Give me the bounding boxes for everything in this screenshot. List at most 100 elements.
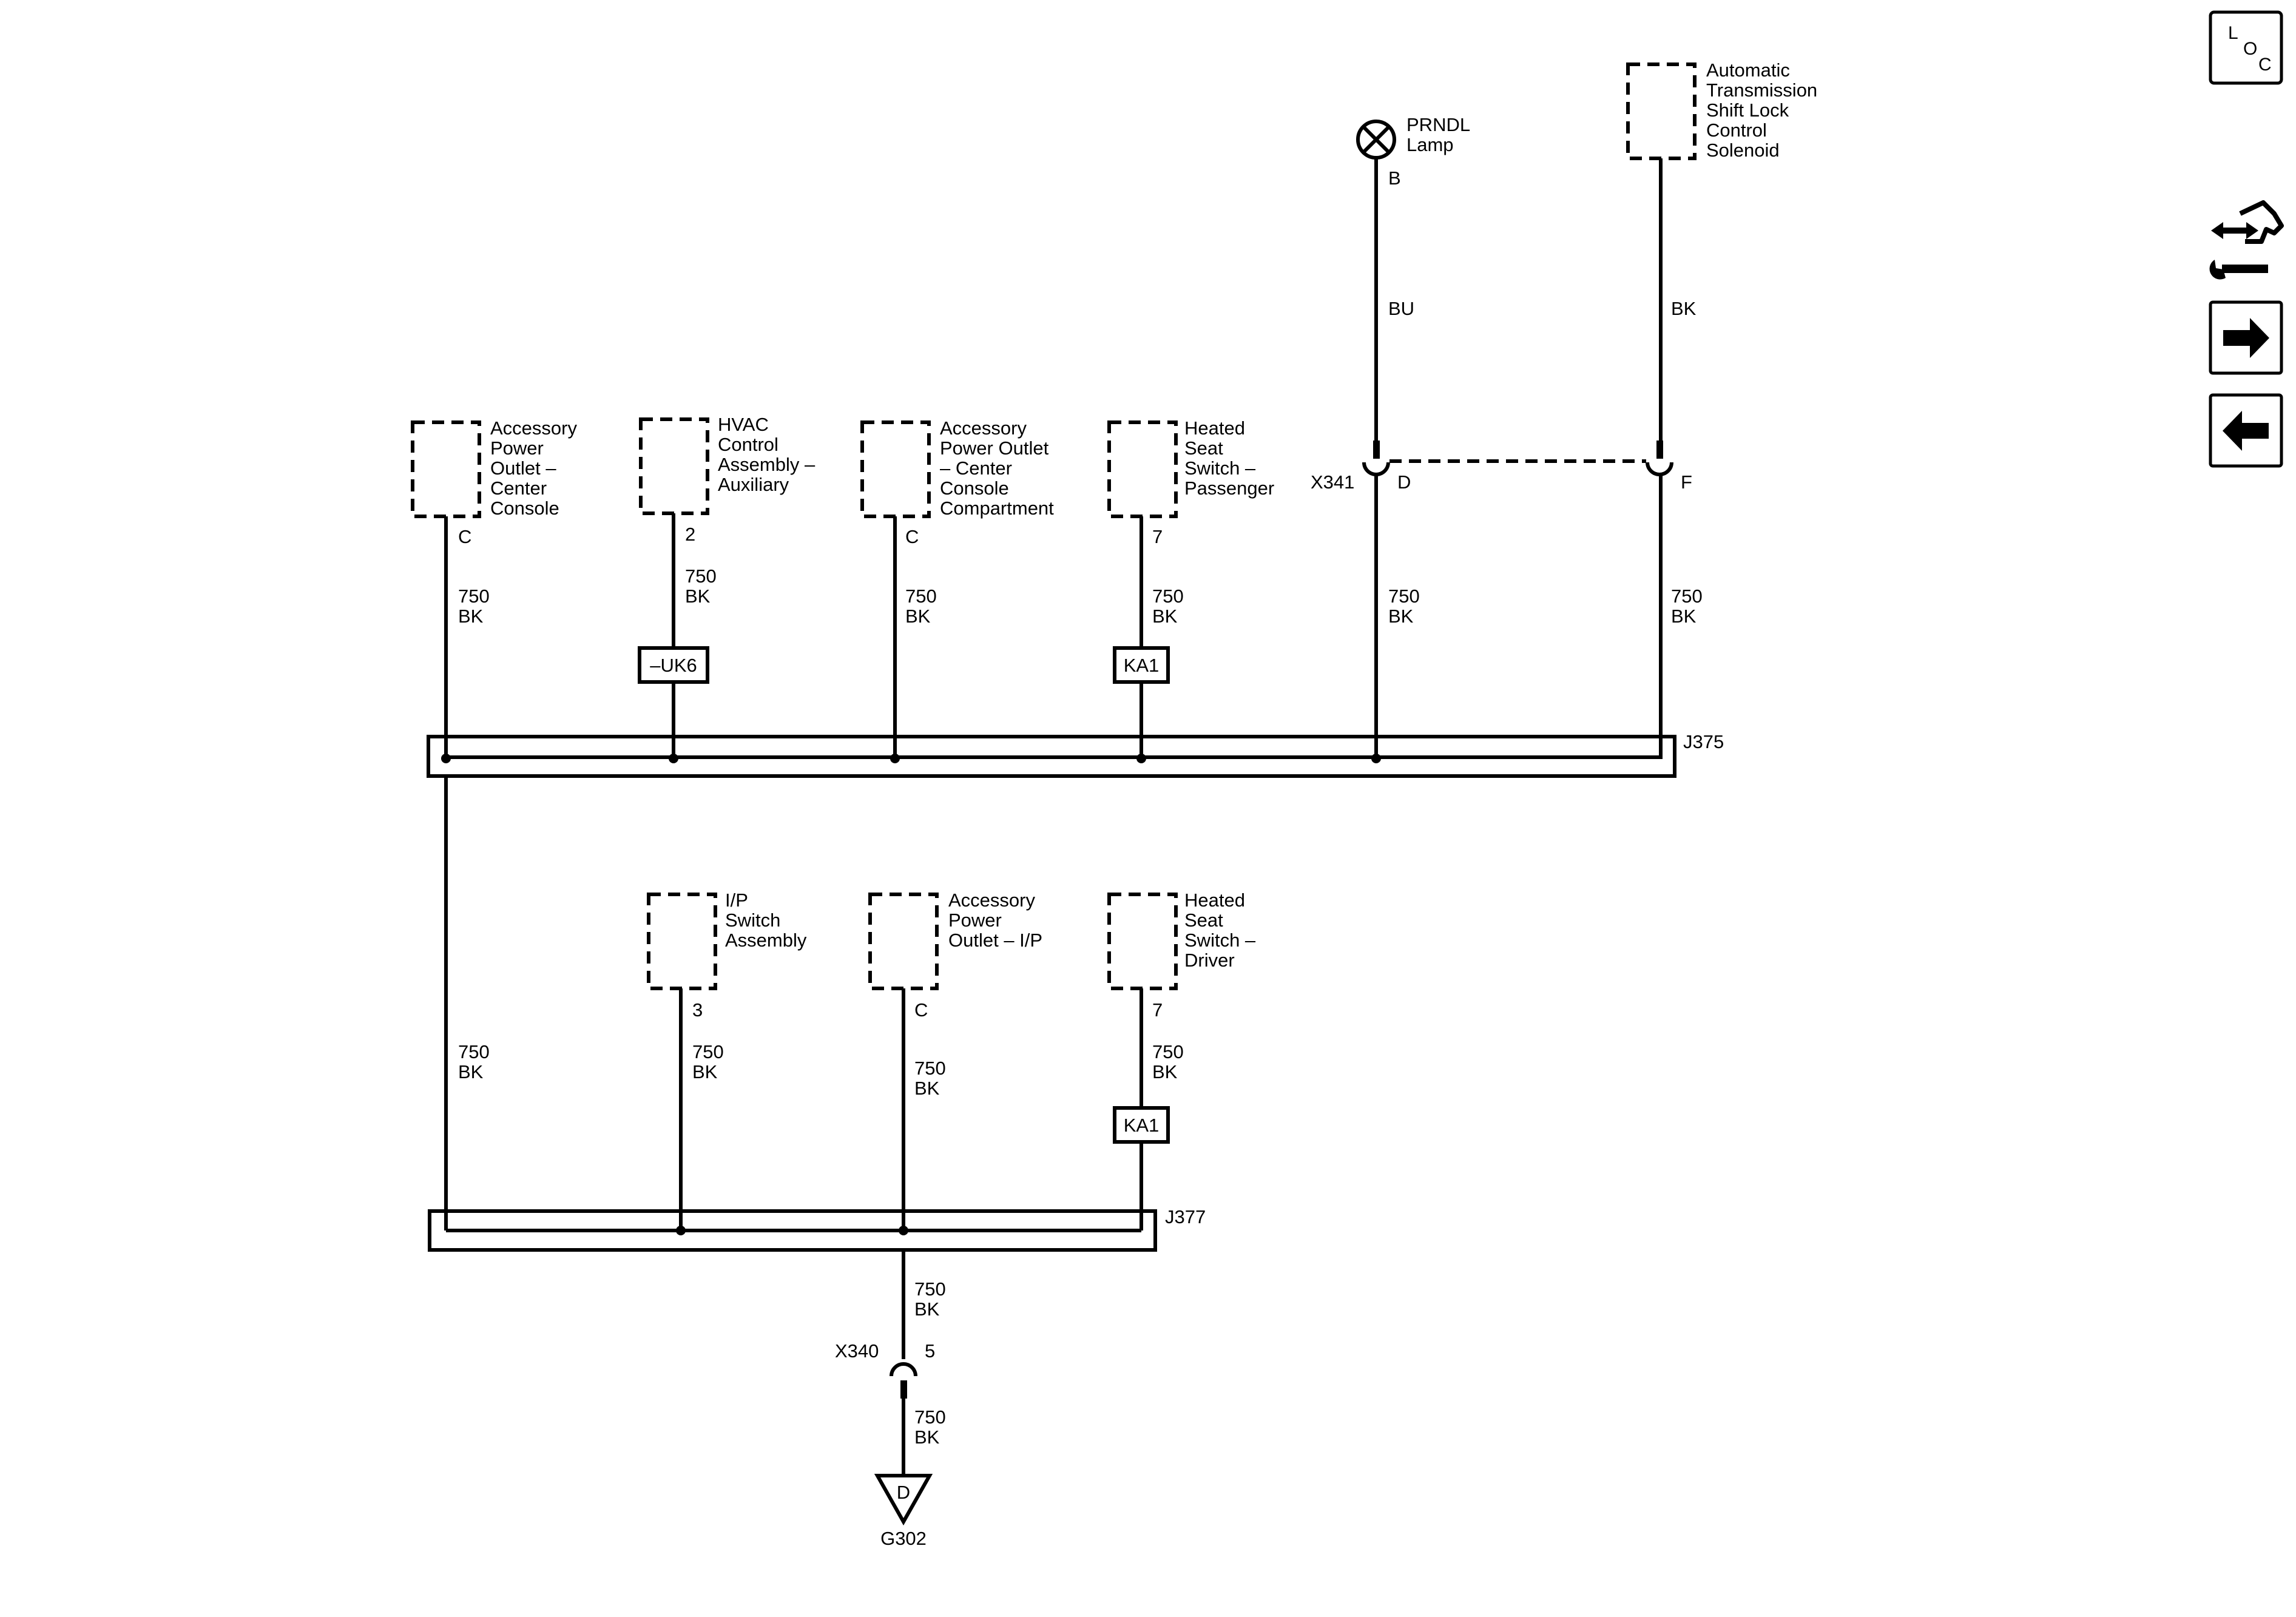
component-label-line: Switch – [1184,457,1256,479]
component-label-line: Power Outlet [940,437,1049,459]
option-code: –UK6 [650,655,697,676]
trunk-wire: 750 BK [444,776,490,1230]
component-label-line: Shift Lock [1706,100,1789,121]
component-apo-center-console-compartment: Accessory Power Outlet – Center Console … [860,417,1054,627]
prndl-lamp: PRNDL Lamp B BU [1356,114,1470,319]
wire-gauge-label: 750 [905,586,937,607]
location-view-icon[interactable]: L O C [2209,10,2283,85]
component-label-line: Compartment [940,498,1054,519]
wire-color-label: BK [1671,298,1697,319]
component-label-line: Driver [1184,950,1235,971]
component-label-line: Switch [725,910,780,931]
loc-letter: L [2228,23,2238,43]
component-label-line: HVAC [718,414,769,435]
pin-label: 5 [925,1340,935,1362]
wire-gauge-label: 750 [914,1278,946,1300]
connector-x341: X341 D F 750 BK 750 BK [1311,441,1703,627]
component-label-line: Heated [1184,417,1245,439]
wire-color-label: BK [1152,1061,1178,1082]
splice-junction [441,754,451,763]
ground-id: G302 [880,1528,927,1549]
wire-color-label: BK [914,1078,940,1099]
component-label-line: – Center [940,457,1012,479]
wire-color-label: BK [458,606,484,627]
wire-gauge-label: 750 [1388,586,1420,607]
wire-gauge-label: 750 [1152,586,1184,607]
component-label-line: Heated [1184,890,1245,911]
splice-id: J375 [1683,731,1724,752]
option-code: KA1 [1124,655,1160,676]
component-label-line: Solenoid [1706,140,1780,161]
component-heated-seat-passenger: Heated Seat Switch – Passenger 7 750 BK … [1107,417,1274,684]
previous-page-arrow-icon[interactable] [2209,393,2283,468]
wire-gauge-label: 750 [1152,1041,1184,1062]
component-label-line: Assembly – [718,454,815,475]
connector-id: X340 [835,1340,879,1362]
component-label-line: Accessory [940,417,1027,439]
pin-label: F [1681,471,1692,493]
component-label-line: Lamp [1406,134,1454,155]
component-label-line: Outlet – I/P [948,930,1042,951]
wire-color-label: BK [905,606,931,627]
wire-gauge-label: 750 [914,1058,946,1079]
splice-junction [899,1226,908,1235]
splice-junction [676,1226,686,1235]
option-code: KA1 [1124,1115,1160,1136]
component-label-line: Passenger [1184,478,1274,499]
component-label-line: Power [490,437,544,459]
wire-gauge-label: 750 [685,565,717,587]
component-heated-seat-driver: Heated Seat Switch – Driver 7 750 BK KA1 [1107,890,1256,1144]
pin-label: 3 [692,999,703,1021]
splice-junction [1136,754,1146,763]
component-label-line: Accessory [948,890,1035,911]
component-label-line: Outlet – [490,457,556,479]
component-label-line: Seat [1184,437,1223,459]
component-label-line: Console [490,498,559,519]
component-label-line: I/P [725,890,748,911]
splice-pack-j377: J377 [428,1206,1206,1252]
component-apo-center-console: Accessory Power Outlet – Center Console … [411,417,577,627]
wire-color-label: BK [914,1426,940,1448]
connector-id: X341 [1311,471,1354,493]
loc-letter: C [2258,55,2272,75]
wire-color-label: BK [1152,606,1178,627]
next-page-arrow-icon[interactable] [2209,300,2283,375]
pin-label: 7 [1152,999,1163,1021]
pin-label: C [458,526,471,547]
wire-color-label: BK [914,1298,940,1320]
wire-gauge-label: 750 [458,586,490,607]
wire-color-label: BK [685,586,711,607]
wire-gauge-label: 750 [692,1041,724,1062]
splice-id: J377 [1165,1206,1206,1227]
component-label-line: Accessory [490,417,577,439]
lower-wires [679,988,1143,1230]
component-label-line: Auxiliary [718,474,789,495]
component-label-line: Seat [1184,910,1223,931]
component-label-line: PRNDL [1406,114,1470,135]
pin-label: B [1388,167,1401,189]
component-label-line: Power [948,910,1002,931]
component-label-line: Automatic [1706,59,1790,81]
component-label-line: Assembly [725,930,807,951]
wire-gauge-label: 750 [914,1406,946,1428]
splice-pack-j375: J375 [427,731,1724,778]
component-label-line: Transmission [1706,79,1817,101]
pin-label: C [914,999,928,1021]
option-box [1113,1106,1170,1144]
splice-junction [1371,754,1381,763]
loc-letter: O [2243,39,2257,59]
splice-junction [669,754,678,763]
wire-color-label: BK [692,1061,718,1082]
component-apo-ip: Accessory Power Outlet – I/P C 750 BK [868,890,1042,1099]
pin-label: 2 [685,524,695,545]
pin-label: D [1397,471,1411,493]
component-label-line: Switch – [1184,930,1256,951]
ground-symbol-letter: D [897,1482,910,1503]
wire-color-label: BK [1671,606,1697,627]
wire-gauge-label: 750 [458,1041,490,1062]
connector-repair-icon[interactable] [2209,200,2284,280]
pin-label: C [905,526,919,547]
component-label-line: Center [490,478,547,499]
pin-label: 7 [1152,526,1163,547]
